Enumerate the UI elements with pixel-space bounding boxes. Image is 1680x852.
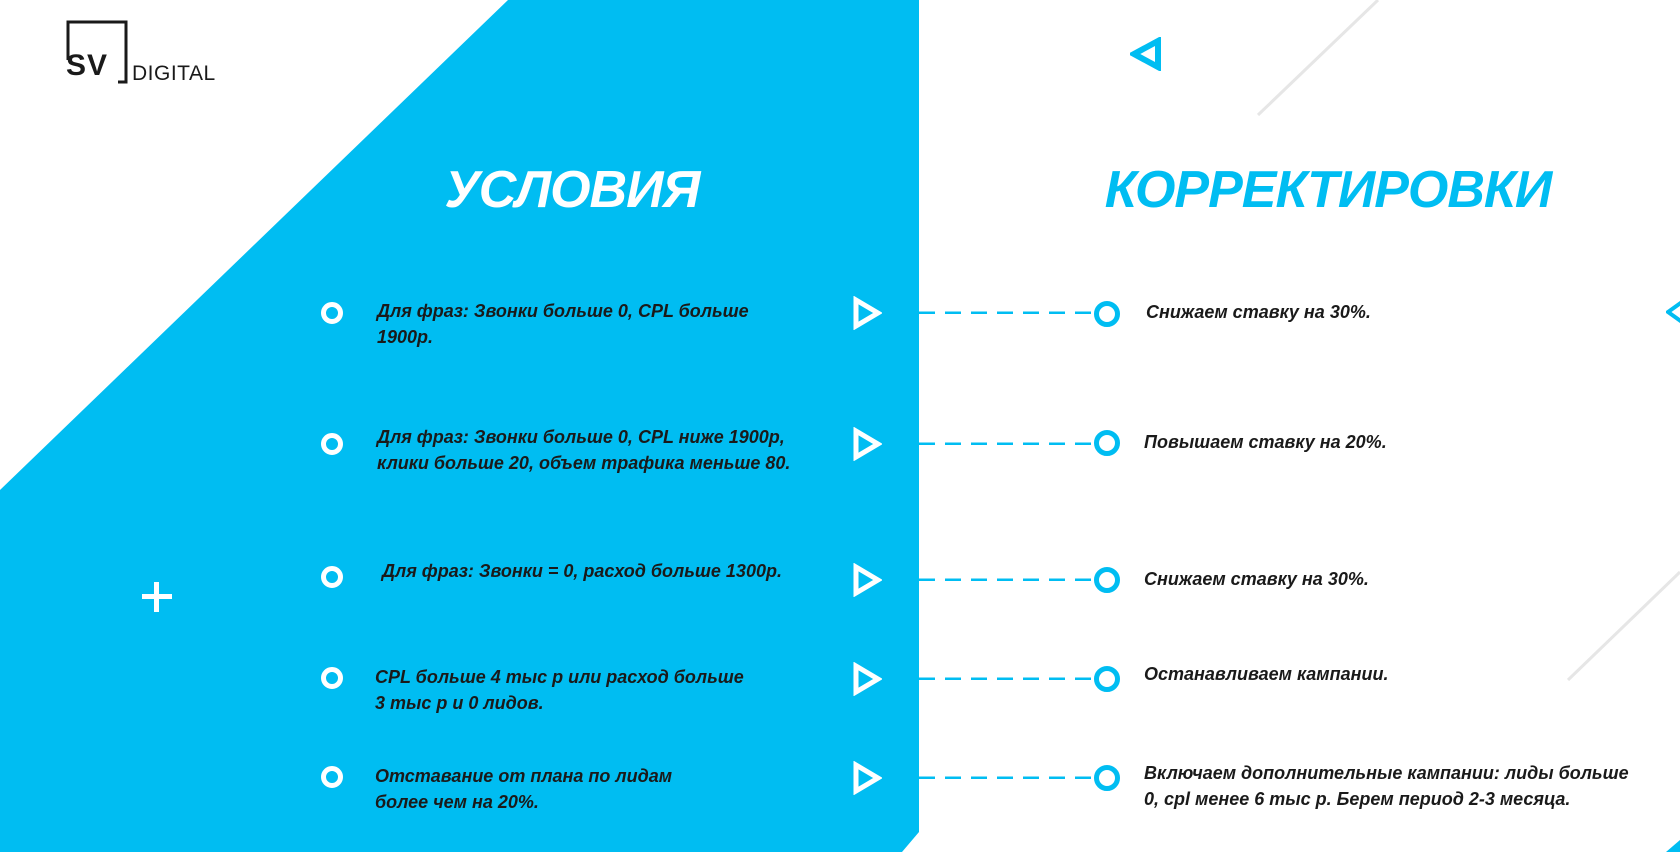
ring-icon bbox=[321, 766, 343, 788]
adjustment-line: Включаем дополнительные кампании: лиды б… bbox=[1144, 763, 1629, 783]
adjustment-text: Снижаем ставку на 30%. bbox=[1146, 299, 1676, 325]
decor-line-top bbox=[1256, 0, 1380, 117]
blue-diagonal-panel bbox=[0, 0, 919, 852]
play-triangle-icon bbox=[853, 563, 882, 597]
dashed-connector bbox=[919, 311, 1099, 314]
ring-icon bbox=[1094, 666, 1120, 692]
condition-line: более чем на 20%. bbox=[375, 792, 539, 812]
logo-sv-text: SV bbox=[66, 49, 109, 82]
adjustment-line: Снижаем ставку на 30%. bbox=[1144, 569, 1369, 589]
ring-icon bbox=[321, 302, 343, 324]
ring-icon bbox=[1094, 765, 1120, 791]
logo-digital-text: DIGITAL bbox=[132, 62, 216, 85]
ring-icon bbox=[1094, 301, 1120, 327]
condition-text: Для фраз: Звонки = 0, расход больше 1300… bbox=[377, 558, 847, 584]
play-triangle-icon bbox=[853, 662, 882, 696]
dashed-connector bbox=[919, 442, 1099, 445]
play-triangle-icon bbox=[853, 427, 882, 461]
adjustment-line: Повышаем ставку на 20%. bbox=[1144, 432, 1387, 452]
adjustment-line: 0, cpl менее 6 тыс р. Берем период 2-3 м… bbox=[1144, 789, 1571, 809]
ring-icon bbox=[1094, 567, 1120, 593]
adjustment-text: Снижаем ставку на 30%. bbox=[1144, 566, 1674, 592]
logo-frame-icon bbox=[66, 20, 128, 84]
adjustment-line: Останавливаем кампании. bbox=[1144, 664, 1389, 684]
condition-line: Отставание от плана по лидам bbox=[375, 766, 673, 786]
condition-line: клики больше 20, объем трафика меньше 80… bbox=[377, 453, 791, 473]
condition-line: Для фраз: Звонки = 0, расход больше 1300… bbox=[377, 561, 782, 581]
adjustment-line: Снижаем ставку на 30%. bbox=[1146, 302, 1371, 322]
ring-icon bbox=[321, 667, 343, 689]
ring-icon bbox=[321, 433, 343, 455]
plus-icon bbox=[142, 582, 172, 612]
adjustments-heading: КОРРЕКТИРОВКИ bbox=[1104, 161, 1553, 219]
condition-line: 3 тыс р и 0 лидов. bbox=[375, 693, 544, 713]
triangle-outline-icon bbox=[1130, 37, 1161, 71]
triangle-partial-icon bbox=[1666, 300, 1680, 324]
dashed-connector bbox=[919, 776, 1099, 779]
ring-icon bbox=[321, 566, 343, 588]
condition-text: Для фраз: Звонки больше 0, CPL больше 19… bbox=[377, 298, 847, 350]
dashed-connector bbox=[919, 677, 1099, 680]
play-triangle-icon bbox=[853, 296, 882, 330]
condition-text: Отставание от плана по лидам более чем н… bbox=[375, 763, 845, 815]
sv-digital-logo: SV DIGITAL bbox=[66, 20, 236, 86]
adjustment-text: Повышаем ставку на 20%. bbox=[1144, 429, 1674, 455]
condition-text: CPL больше 4 тыс р или расход больше 3 т… bbox=[375, 664, 845, 716]
dashed-connector bbox=[919, 578, 1099, 581]
adjustment-text: Останавливаем кампании. bbox=[1144, 661, 1674, 687]
decor-line-right bbox=[1566, 570, 1680, 682]
triangle-corner-icon bbox=[1666, 840, 1680, 852]
condition-line: CPL больше 4 тыс р или расход больше bbox=[375, 667, 744, 687]
conditions-heading: УСЛОВИЯ bbox=[444, 161, 701, 219]
adjustment-text: Включаем дополнительные кампании: лиды б… bbox=[1144, 760, 1674, 812]
condition-text: Для фраз: Звонки больше 0, CPL ниже 1900… bbox=[377, 424, 847, 476]
play-triangle-icon bbox=[853, 761, 882, 795]
condition-line: Для фраз: Звонки больше 0, CPL ниже 1900… bbox=[377, 427, 785, 447]
condition-line: Для фраз: Звонки больше 0, CPL больше bbox=[377, 301, 749, 321]
ring-icon bbox=[1094, 430, 1120, 456]
condition-line: 1900р. bbox=[377, 327, 434, 347]
